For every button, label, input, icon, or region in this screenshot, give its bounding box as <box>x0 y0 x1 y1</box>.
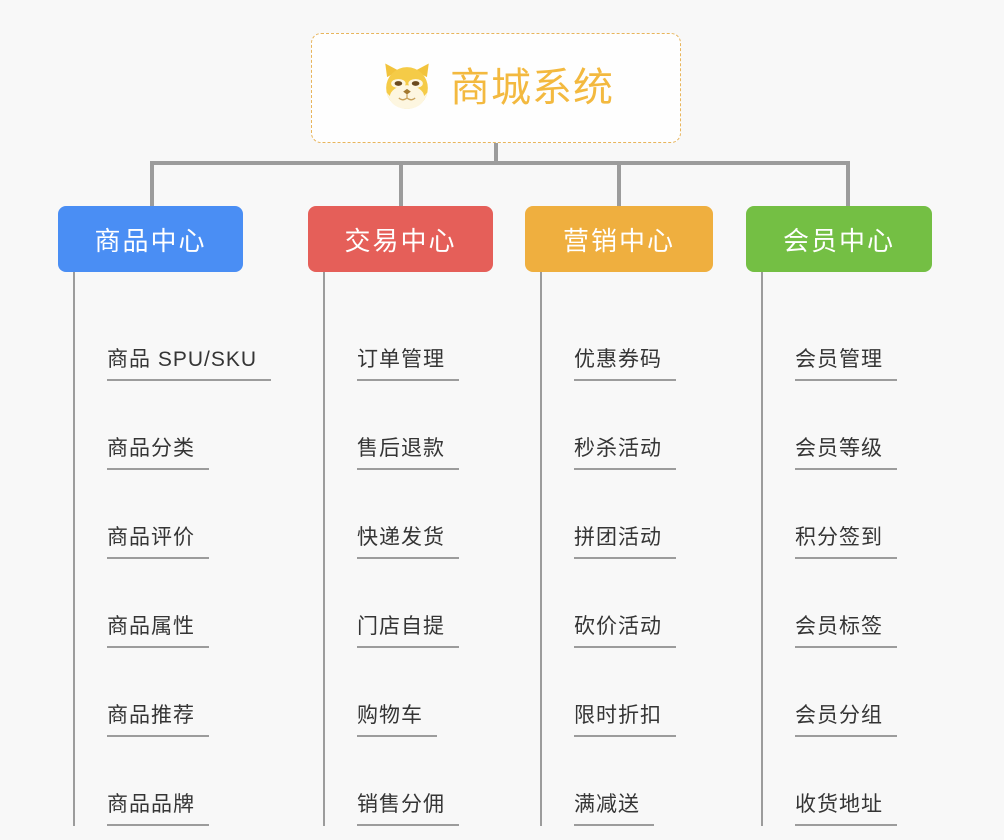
leaf-label: 快递发货 <box>357 521 459 559</box>
list-item[interactable]: 订单管理 <box>325 292 516 381</box>
leaf-label: 优惠券码 <box>574 343 676 381</box>
category-label-3: 营销中心 <box>562 225 675 256</box>
category-box-1[interactable]: 商品中心 <box>58 206 243 272</box>
leaf-label: 购物车 <box>357 699 437 737</box>
branch-list-3: 优惠券码 秒杀活动 拼团活动 砍价活动 限时折扣 满减送 <box>540 272 725 826</box>
category-label-1: 商品中心 <box>94 225 207 256</box>
list-item[interactable]: 积分签到 <box>763 470 942 559</box>
root-node[interactable]: 商城系统 <box>311 33 681 143</box>
category-box-4[interactable]: 会员中心 <box>746 206 932 272</box>
leaf-label: 满减送 <box>574 788 654 826</box>
list-item[interactable]: 会员管理 <box>763 292 942 381</box>
connector-horizontal-bus <box>150 161 850 165</box>
leaf-label: 积分签到 <box>795 521 897 559</box>
list-item[interactable]: 购物车 <box>325 648 516 737</box>
shiba-dog-icon <box>378 59 436 117</box>
leaf-label: 商品推荐 <box>107 699 209 737</box>
branch-list-2: 订单管理 售后退款 快递发货 门店自提 购物车 销售分佣 <box>323 272 516 826</box>
connector-drop-1 <box>150 161 154 208</box>
leaf-label: 商品分类 <box>107 432 209 470</box>
leaf-label: 拼团活动 <box>574 521 676 559</box>
list-item[interactable]: 销售分佣 <box>325 737 516 826</box>
leaf-label: 限时折扣 <box>574 699 676 737</box>
leaf-label: 商品评价 <box>107 521 209 559</box>
list-item[interactable]: 会员分组 <box>763 648 942 737</box>
leaf-label: 砍价活动 <box>574 610 676 648</box>
leaf-label: 销售分佣 <box>357 788 459 826</box>
category-box-2[interactable]: 交易中心 <box>308 206 493 272</box>
root-title: 商城系统 <box>450 66 614 110</box>
leaf-label: 会员管理 <box>795 343 897 381</box>
connector-root-stem <box>494 143 498 165</box>
branch-list-1: 商品 SPU/SKU 商品分类 商品评价 商品属性 商品推荐 商品品牌 <box>73 272 288 826</box>
list-item[interactable]: 砍价活动 <box>542 559 725 648</box>
connector-drop-2 <box>399 161 403 208</box>
list-item[interactable]: 优惠券码 <box>542 292 725 381</box>
connector-drop-4 <box>846 161 850 208</box>
leaf-label: 秒杀活动 <box>574 432 676 470</box>
list-item[interactable]: 商品品牌 <box>75 737 288 826</box>
list-item[interactable]: 商品推荐 <box>75 648 288 737</box>
branch-column-2: 交易中心 订单管理 售后退款 快递发货 门店自提 购物车 销售分佣 <box>308 206 516 826</box>
leaf-label: 会员标签 <box>795 610 897 648</box>
list-item[interactable]: 售后退款 <box>325 381 516 470</box>
list-item[interactable]: 秒杀活动 <box>542 381 725 470</box>
leaf-label: 售后退款 <box>357 432 459 470</box>
leaf-label: 商品属性 <box>107 610 209 648</box>
category-label-4: 会员中心 <box>782 225 895 256</box>
leaf-label: 商品 SPU/SKU <box>107 343 272 381</box>
list-item[interactable]: 会员标签 <box>763 559 942 648</box>
leaf-label: 门店自提 <box>357 610 459 648</box>
leaf-label: 收货地址 <box>795 788 897 826</box>
list-item[interactable]: 门店自提 <box>325 559 516 648</box>
leaf-label: 会员等级 <box>795 432 897 470</box>
list-item[interactable]: 快递发货 <box>325 470 516 559</box>
list-item[interactable]: 商品评价 <box>75 470 288 559</box>
branch-list-4: 会员管理 会员等级 积分签到 会员标签 会员分组 收货地址 <box>761 272 942 826</box>
list-item[interactable]: 商品分类 <box>75 381 288 470</box>
list-item[interactable]: 会员等级 <box>763 381 942 470</box>
list-item[interactable]: 限时折扣 <box>542 648 725 737</box>
leaf-label: 订单管理 <box>357 343 459 381</box>
list-item[interactable]: 拼团活动 <box>542 470 725 559</box>
connector-drop-3 <box>617 161 621 208</box>
list-item[interactable]: 收货地址 <box>763 737 942 826</box>
category-label-2: 交易中心 <box>344 225 457 256</box>
list-item[interactable]: 商品属性 <box>75 559 288 648</box>
leaf-label: 会员分组 <box>795 699 897 737</box>
list-item[interactable]: 商品 SPU/SKU <box>75 292 288 381</box>
list-item[interactable]: 满减送 <box>542 737 725 826</box>
branch-column-1: 商品中心 商品 SPU/SKU 商品分类 商品评价 商品属性 商品推荐 商品品牌 <box>58 206 288 826</box>
leaf-label: 商品品牌 <box>107 788 209 826</box>
category-box-3[interactable]: 营销中心 <box>525 206 713 272</box>
branch-column-3: 营销中心 优惠券码 秒杀活动 拼团活动 砍价活动 限时折扣 满减送 <box>525 206 725 826</box>
branch-column-4: 会员中心 会员管理 会员等级 积分签到 会员标签 会员分组 收货地址 <box>746 206 942 826</box>
